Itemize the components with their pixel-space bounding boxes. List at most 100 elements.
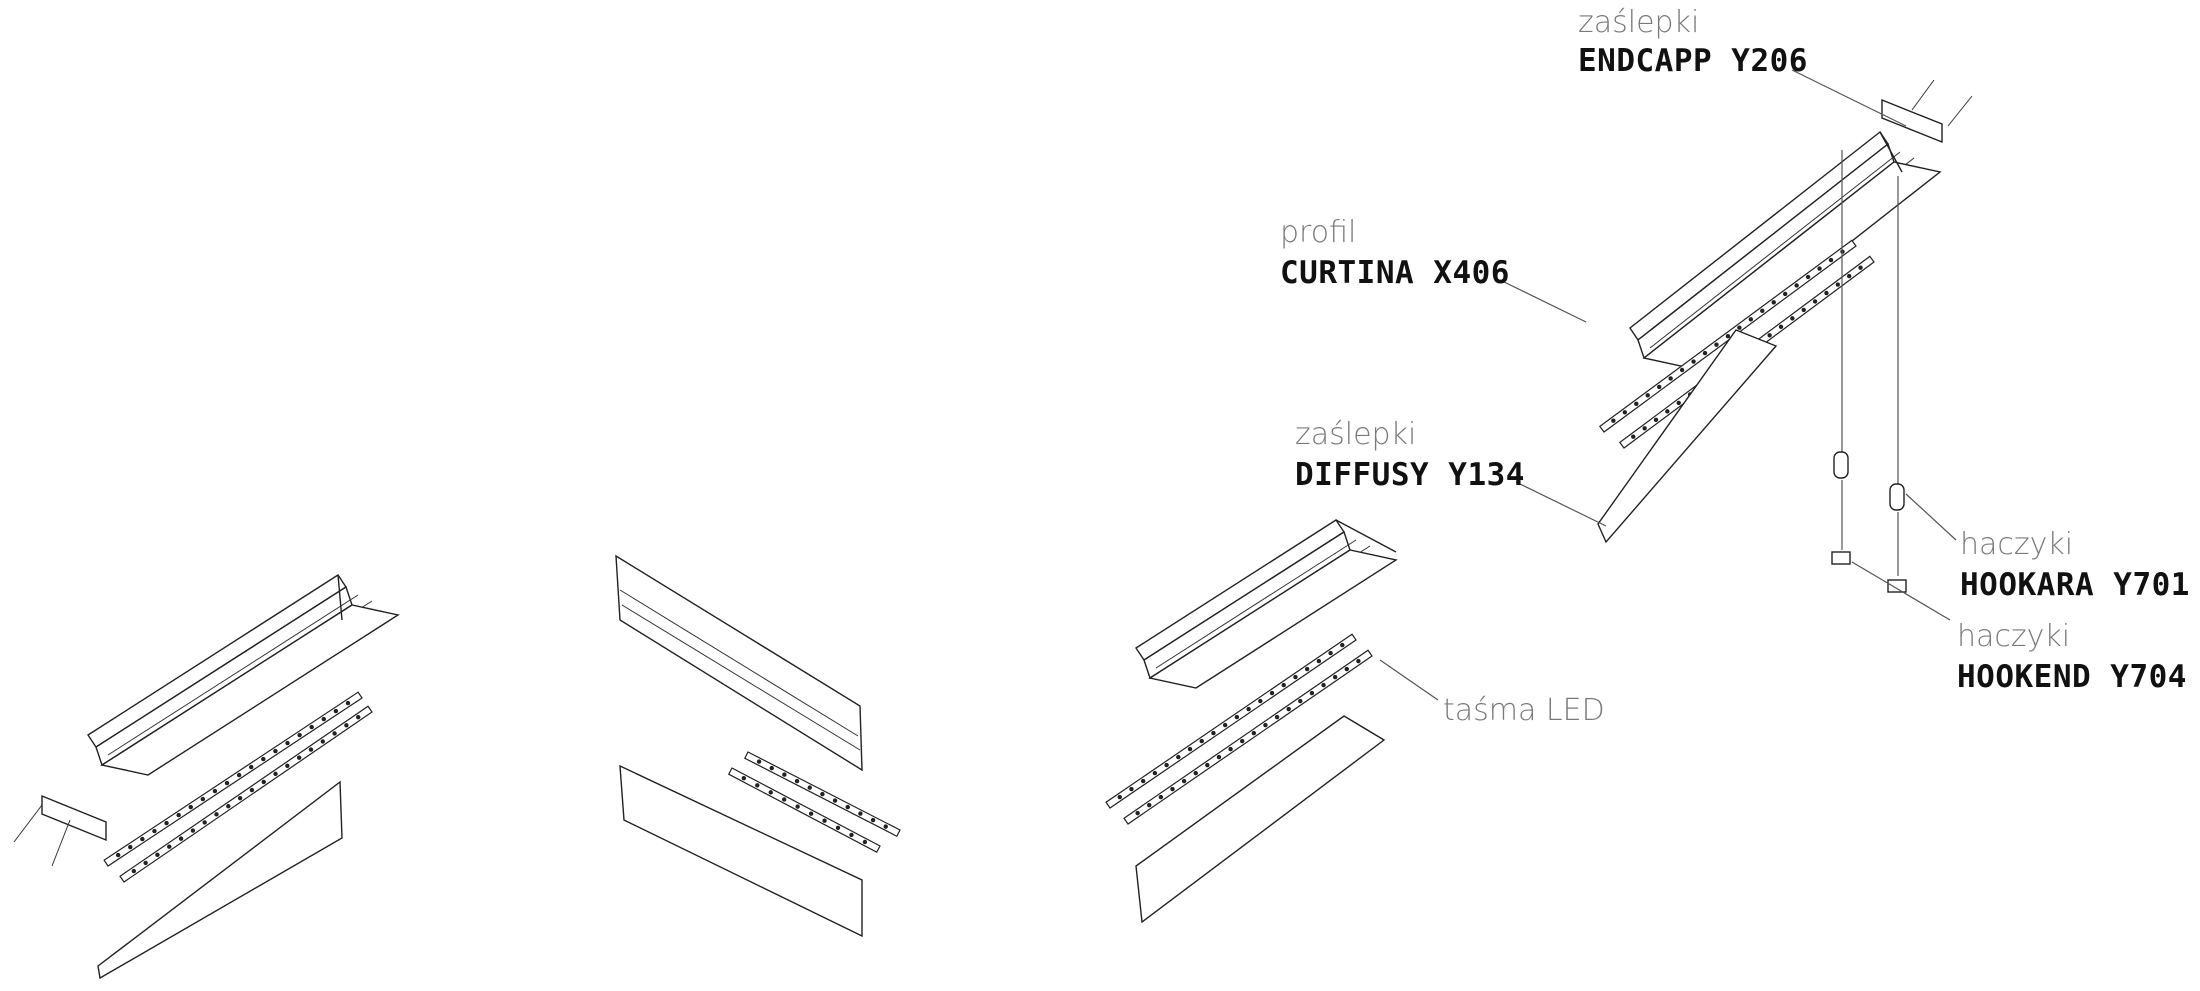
asm2-led-strip-1-led <box>820 791 825 797</box>
asm1-diffuser <box>97 780 343 980</box>
asm2-led-strip-2 <box>727 767 881 854</box>
asm1-profile-groove-1 <box>107 594 359 756</box>
asm1-led-strip-1-led <box>309 724 314 730</box>
diffuser-product-label: DIFFUSY Y134 <box>1295 457 1525 493</box>
asm1-led-strip-1-led <box>128 844 133 850</box>
asm2-led-strip-2-led <box>822 818 827 823</box>
asm3-led-strip-1-led <box>1129 786 1134 792</box>
asm4-led-strip-1-led <box>1748 317 1754 322</box>
asm2-led-strip-1-led <box>756 759 762 764</box>
asm3-led-strip-1-led <box>1152 770 1158 776</box>
asm4-led-strip-1-led <box>1645 393 1650 398</box>
asm4-led-strip-1-led <box>1714 342 1719 347</box>
asm4-led-strip-2-led <box>1767 333 1772 338</box>
asm2-led-strip-2-led <box>849 832 854 838</box>
hook1-type-label: haczyki <box>1960 527 2074 562</box>
asm4-led-strip-1-led <box>1611 418 1616 423</box>
asm1-led-strip-1-led <box>200 796 206 802</box>
asm4-led-strip-1-led <box>1679 367 1685 373</box>
asm1-led-strip-1-led <box>345 700 351 706</box>
asm4-led-strip-1-led <box>1828 257 1834 263</box>
asm1-led-strip-1-led <box>212 788 218 794</box>
profile-product-label: CURTINA X406 <box>1280 255 1510 291</box>
asm3-led-strip-1-led <box>1281 682 1286 688</box>
asm1-led-strip-1-led <box>115 852 121 858</box>
asm3-led-strip-2-led <box>1356 658 1361 664</box>
endcap-type-label: zaślepki <box>1578 5 1700 40</box>
leader-hook2 <box>1851 561 1951 621</box>
drawing-layer <box>13 69 1973 980</box>
asm4-led-strip-2-led <box>1778 324 1784 330</box>
asm1-led-strip-2-led <box>214 812 219 817</box>
asm2-led-strip-2-led <box>768 790 773 795</box>
asm3-led-strip-2-led <box>1170 786 1175 792</box>
asm1-led-strip-1-led <box>140 836 145 842</box>
asm4-led-strip-2-led <box>1835 282 1841 287</box>
asm4-endcap <box>1881 98 1943 144</box>
asm1-led-strip-2-led <box>202 820 207 825</box>
asm1-led-strip-1-led <box>273 748 278 754</box>
asm4-led-strip-2-led <box>1801 307 1806 313</box>
asm1-screw-1 <box>13 804 43 843</box>
leader-diffuser <box>1515 481 1607 527</box>
asm3-led-strip-1-led <box>1234 714 1240 720</box>
asm3-led-strip-1-led <box>1176 754 1181 760</box>
asm1-led-strip-2-led <box>178 836 184 841</box>
asm1-led-strip-2-led <box>273 771 278 777</box>
asm1-led-strip-2-led <box>131 868 137 874</box>
asm1-led-strip-1-led <box>236 772 242 778</box>
asm4-hook-end-1 <box>1831 551 1851 565</box>
asm1-profile-edge <box>337 574 343 621</box>
asm1-led-strip-2-led <box>296 755 302 760</box>
asm1-led-strip-2-led <box>332 731 337 736</box>
asm4-led-strip-2-led <box>1790 316 1795 321</box>
asm3-led-strip-2-led <box>1251 730 1257 736</box>
asm2-led-strip-2-led <box>755 783 760 788</box>
asm4-hook-1 <box>1833 451 1849 479</box>
asm3-led-strip-1-led <box>1199 738 1204 744</box>
asm2-led-strip-1-led <box>782 772 787 777</box>
asm3-profile-end <box>1335 519 1397 553</box>
asm4-led-strip-1-led <box>1656 384 1662 390</box>
asm2-led-strip-1-led <box>845 804 850 810</box>
asm1-led-strip-1-led <box>285 740 290 746</box>
asm2-led-strip-1-led <box>883 824 888 829</box>
asm3-led-strip-1-led <box>1140 778 1146 784</box>
asm4-led-strip-2-led <box>1846 273 1852 279</box>
asm3-led-strip-2-led <box>1193 770 1198 776</box>
asm3-diffuser <box>1135 715 1386 924</box>
asm3-led-strip-2-led <box>1321 682 1326 688</box>
asm4-led-strip-1-led <box>1817 266 1822 271</box>
asm3-profile-bottom <box>1148 549 1398 689</box>
asm3-led-strip-1-led <box>1328 650 1333 656</box>
asm4-led-strip-1-led <box>1760 308 1765 314</box>
asm3-led-strip-1-led <box>1246 706 1251 712</box>
asm3-led-strip-1-led <box>1211 730 1216 736</box>
asm2-led-strip-1-led <box>870 817 876 823</box>
asm1-led-strip-1-led <box>249 764 254 770</box>
asm2-led-strip-2-led <box>795 804 800 809</box>
asm2-led-strip-1-led <box>807 785 812 790</box>
asm3-led-strip-2-led <box>1240 738 1245 744</box>
asm1-led-strip-1-led <box>321 716 326 722</box>
asm3-profile-groove-1 <box>1155 539 1357 669</box>
asm2-led-strip-1-led <box>832 798 838 803</box>
asm1-led-strip-2-led <box>320 739 325 744</box>
asm4-led-strip-2-led <box>1653 417 1659 423</box>
leader-endcap <box>1791 69 1907 127</box>
hook2-type-label: haczyki <box>1957 619 2071 654</box>
asm1-led-strip-2-led <box>226 804 231 809</box>
asm3-led-strip-2-led <box>1263 722 1268 728</box>
asm4-hook-2 <box>1889 483 1905 511</box>
asm2-profile-groove-2 <box>621 604 861 751</box>
asm4-led-strip-1-led <box>1702 350 1708 356</box>
asm3-led-strip-2-led <box>1135 810 1140 816</box>
asm1-led-strip-1-led <box>188 804 193 810</box>
asm4-profile-bottom <box>1642 161 1942 369</box>
asm1-led-strip-2-led <box>190 828 196 833</box>
asm3-led-strip-2-led <box>1286 706 1291 712</box>
asm4-led-strip-1-led <box>1622 410 1628 415</box>
hook2-product-label: HOOKEND Y704 <box>1957 659 2187 695</box>
asm1-led-strip-1-led <box>297 732 302 738</box>
asm3-led-strip-1-led <box>1187 746 1193 752</box>
